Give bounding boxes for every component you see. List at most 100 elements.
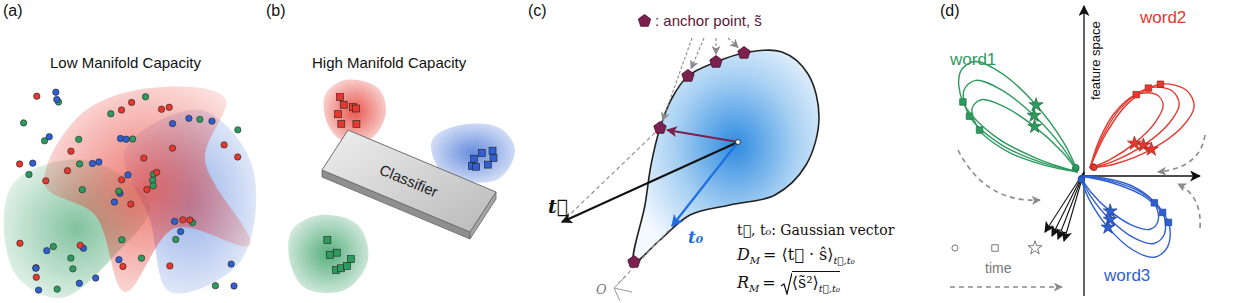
panel-letter: (c): [528, 2, 547, 20]
vector-t: [562, 142, 738, 222]
time-marker-star: [1101, 220, 1115, 233]
data-point: [54, 286, 60, 292]
data-point: [46, 134, 52, 140]
data-point: [324, 237, 331, 244]
data-point: [108, 111, 114, 117]
data-point: [138, 255, 144, 261]
manifold-blob: [44, 86, 251, 292]
time-marker-star: [1144, 142, 1158, 155]
data-point: [333, 249, 340, 256]
radicand: ⟨s̃²⟩t⃗,t₀: [792, 271, 840, 295]
data-point: [128, 201, 134, 207]
formula: DM= ⟨t⃗ · ŝ⟩t⃗,t₀: [737, 245, 855, 267]
data-point: [123, 136, 129, 142]
formula: RM=⟨s̃²⟩t⃗,t₀: [737, 271, 840, 295]
time-marker-circle: [1091, 164, 1097, 170]
data-point: [142, 94, 148, 100]
math-term: D: [737, 245, 750, 264]
trajectory-loop: [1090, 84, 1194, 168]
data-point: [76, 136, 82, 142]
data-point: [64, 168, 70, 174]
data-point: [118, 107, 124, 113]
data-point: [77, 242, 83, 248]
data-point: [33, 265, 39, 271]
data-point: [167, 263, 173, 269]
word-label: word1: [950, 50, 996, 70]
time-marker-square: [960, 99, 966, 105]
radical-sign: [780, 272, 792, 295]
panel-letter: (b): [266, 2, 286, 20]
data-point: [228, 261, 234, 267]
math-term: t⃗,t₀: [819, 283, 840, 294]
data-point: [235, 127, 241, 133]
data-point: [221, 142, 227, 148]
data-point: [53, 89, 59, 95]
data-point: [144, 186, 150, 192]
time-marker-star: [1103, 204, 1117, 217]
time-marker-star: [1127, 136, 1141, 149]
data-point: [234, 154, 240, 160]
time-marker-circle: [1073, 164, 1079, 170]
anchor-point: [682, 70, 694, 82]
overlapping-manifolds: [4, 86, 256, 298]
data-point: [166, 104, 172, 110]
data-point: [212, 282, 218, 288]
data-point: [117, 135, 123, 141]
origin-axis: [614, 276, 626, 288]
data-point: [129, 136, 135, 142]
data-point: [119, 237, 125, 243]
data-point: [17, 240, 23, 246]
vector-t0: [672, 142, 738, 226]
classifier-plane: [322, 130, 496, 232]
data-point: [150, 183, 156, 189]
word-label: word2: [1140, 8, 1186, 28]
leader-line: [715, 38, 716, 54]
data-point: [118, 177, 124, 183]
axis: [1083, 6, 1084, 296]
time-arrow: [950, 286, 1062, 288]
data-point: [187, 217, 193, 223]
data-point: [68, 148, 74, 154]
projection-line: [562, 128, 660, 222]
time-marker-circle: [1078, 176, 1084, 182]
time-marker-square: [976, 127, 982, 133]
data-point: [76, 280, 82, 286]
data-point: [120, 263, 126, 269]
data-point: [158, 106, 164, 112]
leader-line: [691, 38, 704, 69]
data-point: [92, 275, 98, 281]
time-marker-star: [1029, 98, 1043, 111]
center-point: [736, 140, 741, 145]
data-point: [338, 120, 345, 127]
anchor-vector: [667, 130, 738, 142]
time-marker-circle: [1078, 176, 1084, 182]
data-point: [125, 172, 131, 178]
data-point: [197, 116, 203, 122]
time-legend-symbol: [1028, 241, 1042, 254]
direction-arrow: [1178, 184, 1200, 228]
manifold-blob: [288, 215, 368, 293]
trajectory-loop: [972, 99, 1078, 172]
origin-axis: [614, 288, 632, 292]
data-point: [33, 265, 39, 271]
data-point: [177, 228, 183, 234]
trajectory-loop: [963, 80, 1078, 172]
math-term: M: [749, 283, 759, 294]
data-point: [68, 255, 74, 261]
axis-label: feature space: [1089, 21, 1104, 100]
data-point: [186, 115, 192, 121]
data-point: [335, 111, 342, 118]
time-marker-star: [1028, 119, 1042, 132]
data-point: [26, 171, 32, 177]
panel-letter: (d): [940, 2, 960, 20]
time-label: time: [985, 260, 1011, 276]
data-point: [111, 199, 117, 205]
data-point: [340, 101, 347, 108]
separable-manifolds: [288, 79, 515, 293]
data-point: [336, 94, 343, 101]
anchor-point: [628, 256, 640, 268]
word-label: word3: [1104, 266, 1150, 286]
panel-letter: (a): [3, 2, 23, 20]
classifier-plane: Classifier: [318, 118, 500, 240]
